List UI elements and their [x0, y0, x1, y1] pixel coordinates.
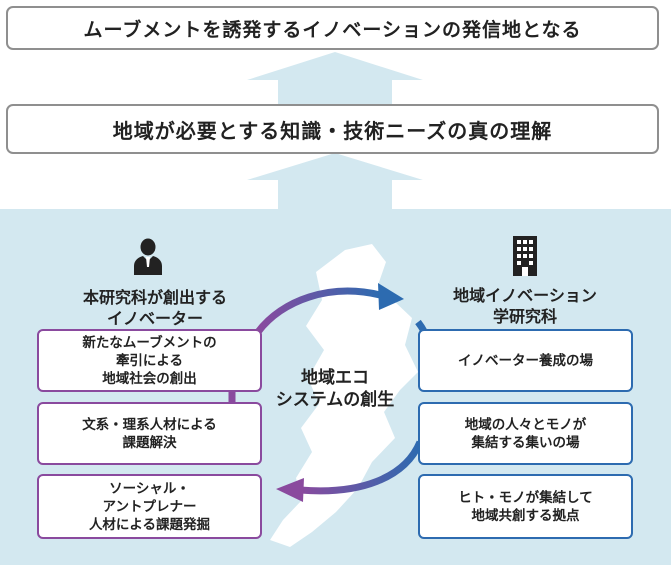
- cycle-arrow-bottom: [299, 440, 424, 495]
- school-card-3: ヒト・モノが集結して 地域共創する拠点: [418, 474, 633, 539]
- school-card-1: イノベーター養成の場: [418, 329, 633, 392]
- right-heading: 地域イノベーション 学研究科: [453, 286, 597, 326]
- building-icon: [513, 236, 537, 276]
- school-card-2: 地域の人々とモノが 集結する集いの場: [418, 402, 633, 465]
- up-arrow-upper: [247, 52, 423, 104]
- innovator-card-1: 新たなムーブメントの 牽引による 地域社会の創出: [37, 329, 262, 392]
- understanding-banner: 地域が必要とする知識・技術ニーズの真の理解: [6, 104, 659, 154]
- cycle-arrowhead-bottom: [276, 478, 304, 502]
- upward-arrows: [247, 52, 423, 209]
- up-arrow-lower: [247, 153, 423, 209]
- cycle-arrow-top: [255, 287, 381, 335]
- innovator-card-2: 文系・理系人材による 課題解決: [37, 402, 262, 465]
- cycle-arrowhead-top: [378, 283, 404, 310]
- center-label: 地域エコ システムの創生: [275, 368, 395, 410]
- left-heading: 本研究科が創出する イノベーター: [82, 288, 227, 328]
- goal-banner: ムーブメントを誘発するイノベーションの発信地となる: [6, 6, 659, 50]
- map-silhouette: [270, 244, 418, 547]
- innovator-card-3: ソーシャル・ アントプレナー 人材による課題発掘: [37, 474, 262, 539]
- person-icon: [134, 238, 162, 275]
